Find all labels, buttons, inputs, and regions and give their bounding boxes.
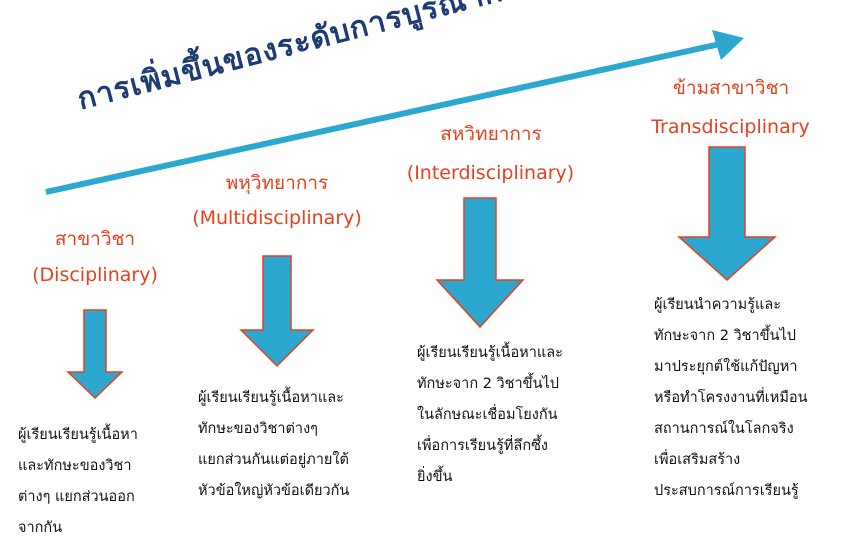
level-multidisciplinary-thai-name: พหุวิทยาการ [225, 172, 329, 194]
description-line: และทักษะของวิชา [18, 458, 132, 474]
description-line: ทักษะจาก 2 วิชาขึ้นไป [654, 328, 796, 344]
level-disciplinary-description: ผู้เรียนเรียนรู้เนื้อหา และทักษะของวิชา … [18, 420, 188, 544]
description-line: หรือทำโครงงานที่เหมือน [654, 390, 808, 406]
level-multidisciplinary-description: ผู้เรียนเรียนรู้เนื้อหาและ ทักษะของวิชาต… [198, 383, 398, 507]
description-line: มาประยุกต์ใช้แก้ปัญหา [654, 359, 798, 375]
down-arrow-transdisciplinary [677, 146, 777, 282]
level-transdisciplinary-english-name: Transdisciplinary [651, 116, 810, 138]
description-line: เพื่อเสริมสร้าง [654, 452, 741, 468]
level-interdisciplinary-english-name: (Interdisciplinary) [406, 162, 575, 184]
progression-arrow-shaft [45, 41, 721, 195]
progression-arrow [45, 30, 744, 195]
level-multidisciplinary-english-name: (Multidisciplinary) [192, 207, 362, 229]
level-disciplinary-english-name: (Disciplinary) [32, 264, 158, 286]
description-line: หัวข้อใหญ่หัวข้อเดียวกัน [198, 483, 350, 499]
level-transdisciplinary-thai-name: ข้ามสาขาวิชา [672, 77, 790, 99]
description-line: ในลักษณะเชื่อมโยงกัน [417, 407, 558, 423]
down-arrow-multidisciplinary [239, 255, 315, 368]
description-line: แยกส่วนกันแต่อยู่ภายใต้ [198, 452, 349, 468]
description-line: ต่างๆ แยกส่วนออก [18, 489, 135, 505]
level-disciplinary-thai-name: สาขาวิชา [54, 228, 136, 250]
description-line: สถานการณ์ในโลกจริง [654, 421, 794, 437]
description-line: ทักษะจาก 2 วิชาขึ้นไป [417, 376, 559, 392]
down-arrow-interdisciplinary [435, 197, 525, 329]
description-line: ประสบการณ์การเรียนรู้ [654, 483, 799, 499]
level-interdisciplinary-thai-name: สหวิทยาการ [440, 123, 542, 145]
description-line: เพื่อการเรียนรู้ที่ลึกซึ้ง [417, 438, 549, 454]
description-line: ผู้เรียนเรียนรู้เนื้อหาและ [417, 345, 563, 361]
level-interdisciplinary-description: ผู้เรียนเรียนรู้เนื้อหาและ ทักษะจาก 2 วิ… [417, 338, 617, 493]
progression-arrow-head [712, 30, 744, 60]
description-line: ผู้เรียนนำความรู้และ [654, 297, 782, 313]
description-line: จากกัน [18, 520, 63, 536]
down-arrow-disciplinary [66, 309, 124, 400]
description-line: ยิ่งขึ้น [417, 469, 453, 485]
description-line: ทักษะของวิชาต่างๆ [198, 421, 318, 437]
description-line: ผู้เรียนเรียนรู้เนื้อหาและ [198, 390, 344, 406]
description-line: ผู้เรียนเรียนรู้เนื้อหา [18, 427, 138, 443]
level-transdisciplinary-description: ผู้เรียนนำความรู้และ ทักษะจาก 2 วิชาขึ้น… [654, 290, 844, 507]
